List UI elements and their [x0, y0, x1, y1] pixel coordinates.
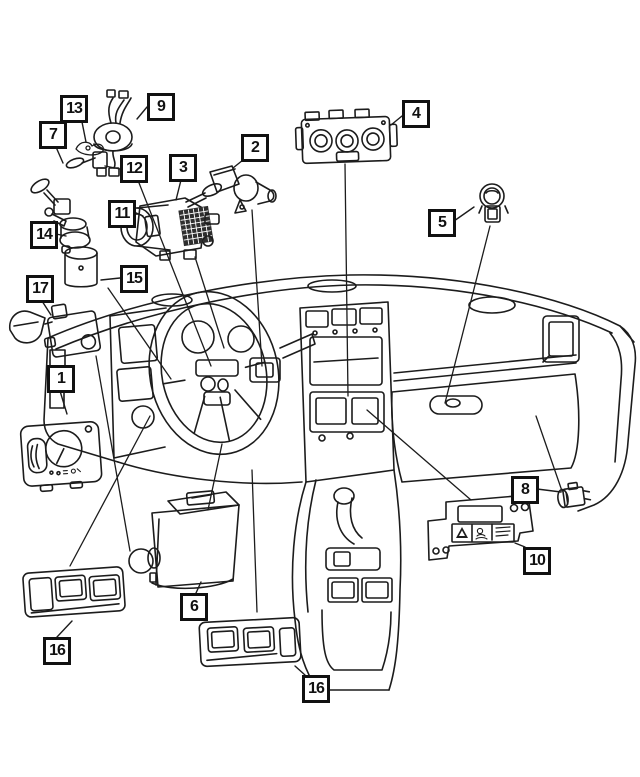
callout-number: 3 — [179, 159, 188, 176]
leader-line-4 — [390, 115, 403, 126]
callout-box-14[interactable]: 14 — [30, 221, 58, 249]
callout-box-16[interactable]: 16 — [302, 675, 330, 703]
callout-box-1[interactable]: 1 — [47, 365, 75, 393]
part-switch-bezel-left — [22, 566, 126, 618]
leader-line-10 — [514, 542, 526, 548]
part-module-with-knob — [128, 490, 240, 590]
part-lock-cylinder-housing — [61, 245, 98, 288]
steering-wheel — [148, 290, 316, 456]
callout-number: 6 — [190, 598, 199, 615]
callout-box-12[interactable]: 12 — [120, 155, 148, 183]
callout-number: 1 — [57, 370, 66, 387]
callout-box-16[interactable]: 16 — [43, 637, 71, 665]
traction-control-icon — [475, 527, 488, 540]
part-wiring-clip — [75, 141, 104, 156]
leader-line-16 — [56, 620, 73, 638]
leader-line-3 — [175, 179, 182, 201]
callout-number: 4 — [412, 105, 421, 122]
callout-number: 17 — [32, 280, 49, 297]
callout-number: 5 — [438, 214, 447, 231]
callout-number: 14 — [36, 226, 53, 243]
callout-box-8[interactable]: 8 — [511, 476, 539, 504]
callout-box-6[interactable]: 6 — [180, 593, 208, 621]
leader-line-7 — [55, 146, 64, 164]
callout-box-2[interactable]: 2 — [241, 134, 269, 162]
callout-number: 9 — [157, 98, 166, 115]
callout-box-9[interactable]: 9 — [147, 93, 175, 121]
leader-line-9 — [136, 106, 148, 120]
leader-line-15 — [100, 277, 121, 281]
micro-text-lines — [495, 526, 511, 537]
callout-number: 7 — [49, 126, 58, 143]
leader-line-16 — [294, 665, 306, 676]
callout-box-4[interactable]: 4 — [402, 100, 430, 128]
part-ignition-switch — [209, 165, 277, 214]
callout-box-3[interactable]: 3 — [169, 154, 197, 182]
callout-number: 16 — [308, 680, 325, 697]
leader-line-1 — [59, 390, 68, 415]
leader-line-13 — [81, 121, 87, 143]
leader-line-8 — [536, 488, 562, 493]
leader-line-5 — [453, 206, 475, 222]
part-switch-stalk — [30, 178, 71, 215]
dashboard-outline — [43, 274, 637, 512]
part-switch-bezel-center — [198, 616, 302, 668]
callout-number: 16 — [49, 642, 66, 659]
part-push-button-switch — [478, 183, 509, 223]
part-hazard-switch-panel — [427, 494, 534, 561]
callout-number: 15 — [126, 270, 143, 287]
callout-box-10[interactable]: 10 — [523, 547, 551, 575]
callout-box-5[interactable]: 5 — [428, 209, 456, 237]
callout-box-13[interactable]: 13 — [60, 95, 88, 123]
part-headlamp-switch — [19, 421, 103, 493]
callout-box-17[interactable]: 17 — [26, 275, 54, 303]
part-hvac-control — [294, 108, 398, 165]
part-column-control-module — [120, 183, 223, 261]
center-stack — [299, 301, 395, 483]
part-switch-stalk-small — [65, 151, 108, 177]
callout-number: 13 — [66, 100, 83, 117]
part-clockspring — [93, 89, 133, 177]
callout-box-7[interactable]: 7 — [39, 121, 67, 149]
callout-leader-lines — [41, 106, 562, 676]
callout-number: 11 — [114, 205, 131, 222]
part-small-switch — [557, 481, 592, 509]
hazard-triangle-icon — [456, 527, 468, 538]
callout-box-15[interactable]: 15 — [120, 265, 148, 293]
center-console — [291, 469, 402, 691]
callout-number: 10 — [529, 552, 546, 569]
leader-line-17 — [41, 300, 52, 316]
locator-lines — [69, 159, 563, 613]
callout-number: 2 — [251, 139, 260, 156]
callout-number: 12 — [126, 160, 143, 177]
leader-line-6 — [195, 581, 202, 594]
callout-number: 8 — [521, 481, 530, 498]
callout-box-11[interactable]: 11 — [108, 200, 136, 228]
part-mounting-bracket — [8, 303, 102, 358]
leader-line-12 — [104, 165, 121, 170]
